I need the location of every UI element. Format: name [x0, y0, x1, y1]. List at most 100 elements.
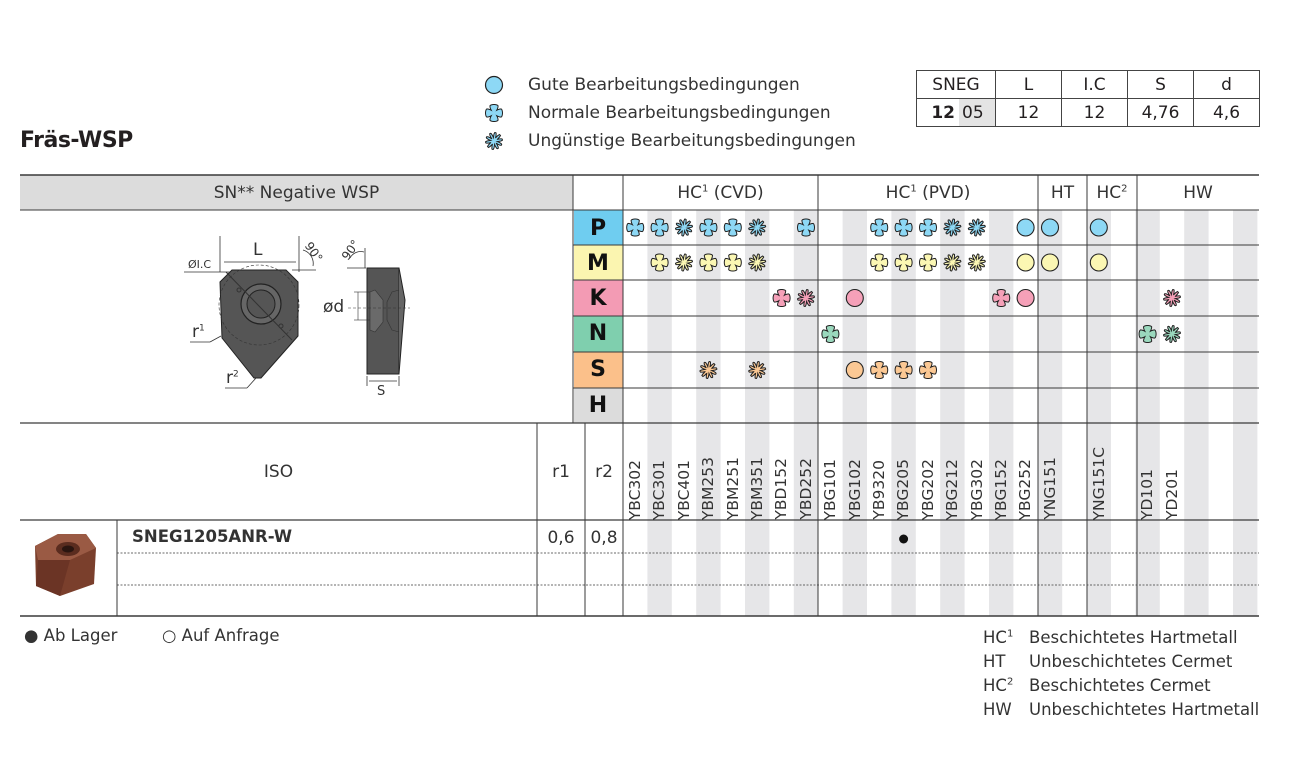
open-dot-icon: ○	[162, 626, 182, 645]
grade-label: YBM253	[699, 456, 718, 520]
grade-column-header: YB9320	[867, 428, 891, 520]
column-stripe	[1233, 210, 1258, 616]
symbol-n-normal	[821, 324, 840, 344]
group-header-ht: HT	[1050, 183, 1075, 203]
symbol-s-normal	[918, 360, 938, 380]
symbol-m-good	[1089, 253, 1108, 272]
grade-label: YBG252	[1016, 458, 1035, 520]
insert-drawing	[184, 236, 410, 389]
symbol-m-unfavorable	[674, 253, 694, 272]
symbol-k-normal	[992, 288, 1011, 308]
insert-product-image	[35, 534, 96, 596]
spec-sneg-bold: 12	[931, 102, 955, 123]
grade-label: YBC401	[674, 459, 693, 520]
drawing-label-r1: r1	[192, 322, 205, 342]
iso-header: ISO	[263, 462, 294, 482]
legend-normal: Normale Bearbeitungsbedingungen	[484, 100, 831, 126]
column-stripe	[745, 210, 770, 616]
gl0-sup: 1	[1006, 628, 1014, 640]
g1-label: HC	[885, 183, 911, 203]
group-header-hc1-pvd: HC1 (PVD)	[818, 183, 1038, 203]
grade-column-header: YD201	[1160, 428, 1184, 520]
column-stripe	[891, 210, 916, 616]
symbol-p-unfavorable	[674, 218, 694, 237]
symbol-p-good	[1016, 218, 1035, 237]
group-header-hw: HW	[1183, 183, 1213, 203]
symbol-p-normal	[918, 218, 938, 237]
grade-column-header: YBM351	[745, 428, 769, 520]
grade-column-header: YBM253	[696, 428, 720, 520]
material-n: N	[588, 320, 608, 346]
gl3-text: Unbeschichtetes Hartmetall	[1029, 700, 1260, 719]
gl3-abbr: HW	[983, 700, 1012, 719]
grade-column-header: YD101	[1135, 428, 1159, 520]
symbol-m-normal	[918, 253, 938, 272]
g0-sup: 1	[702, 183, 709, 195]
material-k: K	[589, 285, 607, 311]
symbol-p-normal	[894, 218, 913, 237]
in-stock-label: Ab Lager	[43, 626, 118, 645]
symbol-p-normal	[650, 218, 669, 237]
symbol-m-good	[1040, 253, 1060, 272]
symbol-s-unfavorable	[748, 360, 767, 380]
symbol-k-unfavorable	[1162, 288, 1182, 308]
grade-column-header: YBC401	[672, 428, 696, 520]
grade-column-header: YBG101	[818, 428, 842, 520]
column-stripe	[1037, 210, 1063, 616]
column-stripe	[940, 210, 965, 616]
good-condition-icon	[484, 75, 504, 95]
grade-column-header: YBC302	[623, 428, 647, 520]
drawing-label-d: ød	[323, 297, 345, 317]
gl0-abbr: HC	[983, 628, 1007, 647]
column-stripe	[989, 210, 1014, 616]
grade-label: YBG152	[992, 458, 1010, 520]
spec-header-sneg: SNEG	[916, 70, 996, 99]
symbol-s-good	[845, 360, 864, 380]
symbol-p-normal	[699, 218, 718, 237]
on-request-legend: ○ Auf Anfrage	[162, 626, 280, 645]
column-stripe	[842, 210, 867, 616]
page-title: Fräs-WSP	[20, 128, 133, 153]
material-cell-n	[574, 316, 623, 352]
material-m: M	[587, 250, 609, 276]
drawing-label-l: L	[253, 240, 263, 260]
filled-dot-icon: ●	[24, 626, 44, 645]
column-stripe	[1184, 210, 1209, 616]
column-stripe	[647, 210, 672, 616]
symbol-p-normal	[796, 218, 816, 237]
unfavorable-symbol	[484, 131, 504, 151]
symbol-p-normal	[626, 218, 645, 237]
glossary-hw: HW Unbeschichtetes Hartmetall	[983, 700, 1259, 719]
material-h: H	[588, 392, 608, 418]
product-iso-code[interactable]: SNEG1205ANR-W	[132, 527, 293, 546]
in-stock-legend: ● Ab Lager	[24, 626, 117, 645]
grade-label: YB9320	[870, 460, 888, 520]
legend-unfavorable-label: Ungünstige Bearbeitungsbedingungen	[528, 131, 856, 151]
symbol-m-normal	[894, 253, 913, 272]
grade-label: YBG202	[918, 458, 937, 520]
symbol-k-normal	[772, 288, 791, 308]
grade-column-header	[1233, 428, 1257, 520]
grade-column-header	[1209, 428, 1233, 520]
product-r1: 0,6	[547, 528, 575, 548]
material-cell-h	[574, 388, 623, 423]
gl2-abbr: HC	[983, 676, 1007, 695]
in-stock-dot	[899, 534, 909, 544]
symbol-k-good	[845, 288, 864, 308]
symbol-n-normal	[1138, 324, 1157, 344]
symbol-s-normal	[894, 360, 913, 380]
normal-condition-icon	[484, 103, 504, 123]
grade-column-header: YBG152	[989, 428, 1013, 520]
group-header-hc1-cvd: HC1 (CVD)	[623, 183, 818, 203]
g1-suffix: (PVD)	[916, 183, 971, 203]
g0-label: HC	[677, 183, 702, 203]
grade-label: YD101	[1138, 469, 1157, 520]
spec-value-d: 4,6	[1193, 98, 1260, 127]
drawing-label-s: S	[377, 384, 386, 399]
grade-column-header	[1062, 428, 1086, 520]
spec-value-l: 12	[995, 98, 1062, 127]
symbol-p-normal	[870, 218, 889, 237]
spec-value-s: 4,76	[1127, 98, 1194, 127]
